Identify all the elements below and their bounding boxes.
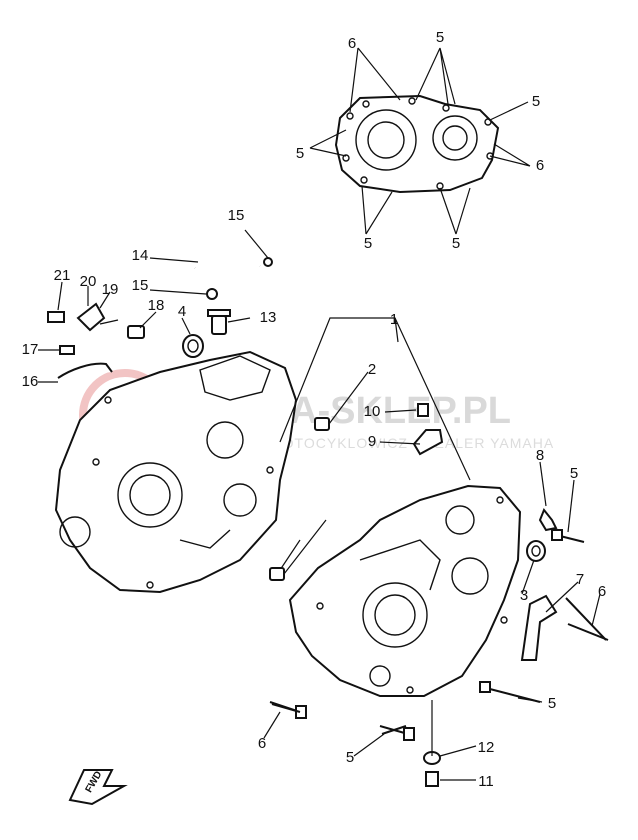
callout-2: 2 [368,361,376,378]
callout-7: 7 [576,571,584,588]
watermark-sub-text: MOTOCYKLOWICZ - DEALER YAMAHA [270,435,554,451]
dowel-pins [269,371,369,581]
callout-labels: 6 5 5 5 6 5 5 15 14 15 13 4 18 19 20 21 … [22,29,607,790]
callout-12: 12 [478,739,495,756]
shift-stopper [520,594,558,661]
callout-21: 21 [54,267,71,284]
callout-20: 20 [80,273,97,290]
callout-5: 5 [346,749,354,766]
callout-9: 9 [368,433,376,450]
callout-5: 5 [364,235,372,252]
callout-14: 14 [132,247,149,264]
callout-leaders [38,229,601,781]
callout-11: 11 [478,773,494,790]
crankcase-right-half [288,484,522,697]
callout-19: 19 [102,281,119,298]
breather-union [207,309,231,335]
crankcase-left-half [54,350,298,594]
callout-4: 4 [178,303,186,320]
callout-18: 18 [148,297,165,314]
drain-plug [423,700,441,787]
callout-6: 6 [536,157,544,174]
callout-8: 8 [536,447,544,464]
stopper-lever [538,508,558,532]
fwd-direction-arrow: FWD [68,769,128,806]
crankcase-bolt-pattern-view [334,94,500,194]
callout-15: 15 [228,207,245,224]
callout-5: 5 [296,145,304,162]
callout-6: 6 [598,583,606,600]
bolt-pattern-leader-lines [309,47,531,235]
callout-5: 5 [548,695,556,712]
callout-1: 1 [390,311,398,328]
callout-16: 16 [22,373,39,390]
callout-6: 6 [348,35,356,52]
callout-5: 5 [570,465,578,482]
callout-15: 15 [132,277,149,294]
oil-seal-left [182,334,204,358]
oil-seal [526,540,546,562]
breather-hose [191,250,273,300]
neutral-switch-parts [47,302,145,379]
callout-13: 13 [260,309,277,326]
callout-5: 5 [532,93,540,110]
callout-3: 3 [520,587,528,604]
callout-6: 6 [258,735,266,752]
breather-bracket [412,429,444,456]
callout-5: 5 [452,235,460,252]
bolts [269,403,609,741]
callout-17: 17 [22,341,39,358]
callout-10: 10 [364,403,381,420]
callout-5: 5 [436,29,444,46]
